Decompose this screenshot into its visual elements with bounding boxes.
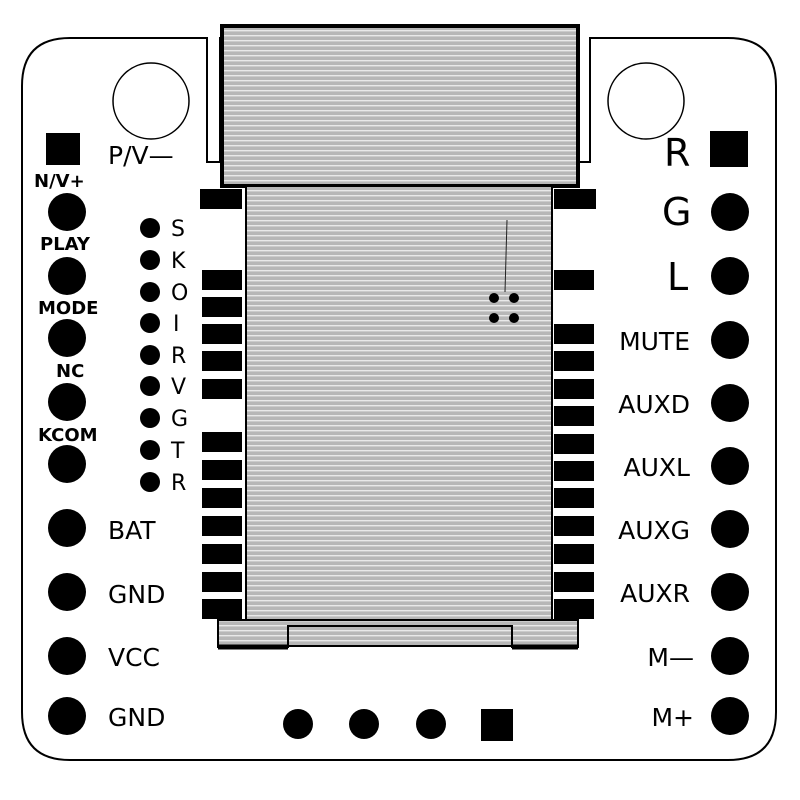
pin-g-pad — [711, 193, 749, 231]
pin-nc-pad — [48, 319, 86, 357]
center-pin-label: K — [171, 249, 186, 274]
module-antenna-area — [220, 24, 580, 188]
right-square-pad — [710, 131, 748, 167]
center-pin-dot — [140, 472, 160, 492]
label-auxg: AUXG — [618, 516, 690, 545]
center-pin-dot — [140, 440, 160, 460]
label-play: PLAY — [40, 234, 91, 255]
label-pv: P/V— — [108, 141, 174, 170]
pin-auxd-pad — [711, 384, 749, 422]
pin-bat-pad — [48, 509, 86, 547]
bottom-square-pad — [481, 709, 513, 741]
pin-auxr-pad — [711, 573, 749, 611]
center-pin-dot — [140, 250, 160, 270]
pin-gnd2-pad — [48, 697, 86, 735]
center-pin-dot — [140, 376, 160, 396]
pin-play-pad — [48, 193, 86, 231]
label-gnd: GND — [108, 580, 165, 609]
center-pin-label: I — [173, 312, 180, 337]
label-auxl: AUXL — [624, 453, 691, 482]
label-mode: MODE — [38, 298, 98, 319]
module-pad — [554, 189, 596, 209]
module-body — [245, 185, 553, 647]
pin-mute-pad — [711, 321, 749, 359]
pin-vcc-pad — [48, 637, 86, 675]
pin-auxg-pad — [711, 510, 749, 548]
module-left-pads — [202, 270, 242, 619]
center-pin-label: O — [171, 281, 188, 306]
label-auxr: AUXR — [620, 579, 690, 608]
center-pin-label: S — [171, 217, 185, 242]
label-nv-plus: N/V+ — [34, 171, 85, 192]
center-pin-dot — [140, 282, 160, 302]
label-gnd2: GND — [108, 703, 165, 732]
module-right-pads — [554, 270, 594, 619]
mounting-hole-left — [112, 62, 190, 140]
mounting-hole-right — [607, 62, 685, 140]
label-g: G — [662, 190, 691, 234]
bottom-pad — [349, 709, 379, 739]
module-pad — [200, 189, 242, 209]
center-pin-dot — [140, 313, 160, 333]
center-pin-dot — [140, 345, 160, 365]
label-kcom: KCOM — [38, 425, 98, 446]
label-vcc: VCC — [108, 643, 160, 672]
label-mute: MUTE — [619, 327, 690, 356]
module-test-pads — [489, 293, 519, 323]
pin-mode-pad — [48, 257, 86, 295]
center-pin-dot — [140, 218, 160, 238]
pin-pad — [48, 445, 86, 483]
pin-l-pad — [711, 257, 749, 295]
bottom-pad — [416, 709, 446, 739]
label-bat: BAT — [108, 516, 156, 545]
pin-auxl-pad — [711, 447, 749, 485]
bottom-pad — [283, 709, 313, 739]
center-pin-column: S K O I R V G T R — [140, 217, 188, 496]
pin-m-plus-pad — [711, 697, 749, 735]
pin-m-minus-pad — [711, 637, 749, 675]
center-pin-label: R — [171, 344, 186, 369]
bottom-pad-row — [283, 709, 513, 741]
left-square-pad — [46, 133, 80, 165]
center-pin-label: R — [171, 471, 186, 496]
label-m-minus: M— — [647, 643, 694, 672]
label-auxd: AUXD — [618, 390, 690, 419]
center-pin-dot — [140, 408, 160, 428]
label-l: L — [667, 255, 688, 299]
label-m-plus: M+ — [651, 703, 694, 732]
pin-kcom-pad — [48, 383, 86, 421]
center-pin-label: T — [170, 439, 185, 464]
pin-gnd-pad — [48, 573, 86, 611]
label-r: R — [664, 131, 690, 175]
center-pin-label: G — [171, 407, 188, 432]
center-pin-label: V — [171, 375, 186, 400]
label-nc: NC — [56, 361, 84, 382]
